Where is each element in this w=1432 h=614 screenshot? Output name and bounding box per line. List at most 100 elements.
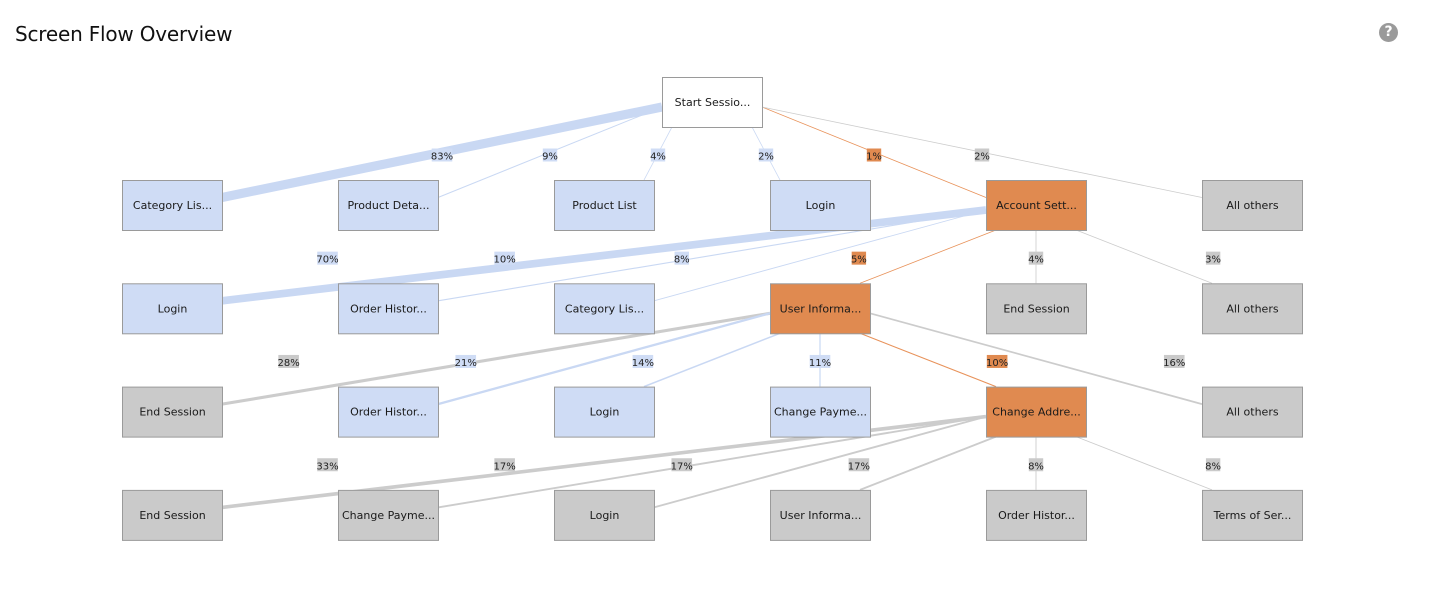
flow-node-l3_3[interactable]: Change Payme... xyxy=(770,386,871,438)
node-box[interactable] xyxy=(554,180,655,231)
link-percent-text: 17% xyxy=(671,461,693,472)
flow-link[interactable] xyxy=(643,332,781,388)
flow-node-l4_5[interactable]: Terms of Ser... xyxy=(1202,489,1303,541)
node-box[interactable] xyxy=(986,283,1087,335)
flow-link[interactable] xyxy=(437,415,987,509)
flow-link[interactable] xyxy=(437,312,771,406)
node-box[interactable] xyxy=(662,77,763,128)
node-label: Change Payme... xyxy=(342,509,435,522)
flow-link[interactable] xyxy=(869,312,1203,405)
flow-node-l1_3[interactable]: Login xyxy=(770,180,871,231)
link-percent-text: 83% xyxy=(431,152,453,163)
link-percent-badge xyxy=(974,148,990,162)
page-title: Screen Flow Overview xyxy=(15,22,233,46)
node-box[interactable] xyxy=(986,386,1087,438)
node-box[interactable] xyxy=(338,386,439,438)
link-percent-label: 17% xyxy=(848,458,870,472)
link-percent-badge xyxy=(317,251,338,265)
node-label: Order Histor... xyxy=(350,406,427,419)
node-box[interactable] xyxy=(122,180,223,231)
flow-node-l4_0[interactable]: End Session xyxy=(122,489,223,541)
link-percent-badge xyxy=(1205,251,1221,265)
link-percent-text: 8% xyxy=(1028,461,1044,472)
flow-node-l4_4[interactable]: Order Histor... xyxy=(986,489,1087,541)
node-box[interactable] xyxy=(338,180,439,231)
flow-node-l4_3[interactable]: User Informa... xyxy=(770,489,871,541)
flow-node-l1_5[interactable]: All others xyxy=(1202,180,1303,231)
flow-node-l1_2[interactable]: Product List xyxy=(554,180,655,231)
flow-node-l2_0[interactable]: Login xyxy=(122,283,223,335)
link-percent-text: 14% xyxy=(632,358,654,369)
link-percent-badge xyxy=(1205,458,1221,472)
flow-node-l4_2[interactable]: Login xyxy=(554,489,655,541)
link-percent-text: 4% xyxy=(1028,255,1044,266)
flow-node-l2_1[interactable]: Order Histor... xyxy=(338,283,439,335)
link-percent-text: 9% xyxy=(542,152,558,163)
node-box[interactable] xyxy=(770,180,871,231)
link-percent-badge xyxy=(494,458,515,472)
link-percent-text: 4% xyxy=(650,152,666,163)
node-box[interactable] xyxy=(770,489,871,541)
flow-link[interactable] xyxy=(859,435,997,491)
link-percent-text: 70% xyxy=(316,255,338,266)
link-percent-label: 17% xyxy=(671,458,693,472)
node-box[interactable] xyxy=(1202,386,1303,438)
node-box[interactable] xyxy=(122,489,223,541)
node-box[interactable] xyxy=(1202,489,1303,541)
flow-link[interactable] xyxy=(859,229,997,284)
node-box[interactable] xyxy=(1202,283,1303,335)
flow-node-l3_2[interactable]: Login xyxy=(554,386,655,438)
link-percent-badge xyxy=(1028,251,1044,265)
link-percent-label: 8% xyxy=(674,251,690,266)
node-box[interactable] xyxy=(986,180,1087,231)
link-percent-label: 2% xyxy=(758,148,774,163)
flow-node-l3_4[interactable]: Change Addre... xyxy=(986,386,1087,438)
flow-link[interactable] xyxy=(653,415,987,509)
flow-node-l1_1[interactable]: Product Deta... xyxy=(338,180,439,231)
node-box[interactable] xyxy=(1202,180,1303,231)
node-label: Change Addre... xyxy=(992,406,1080,419)
link-percent-label: 33% xyxy=(316,458,339,472)
link-percent-text: 10% xyxy=(986,358,1008,369)
node-box[interactable] xyxy=(554,283,655,335)
link-percent-text: 3% xyxy=(1205,255,1221,266)
node-box[interactable] xyxy=(554,489,655,541)
flow-link[interactable] xyxy=(653,209,987,302)
flow-node-l3_5[interactable]: All others xyxy=(1202,386,1303,438)
flow-node-l1_0[interactable]: Category Lis... xyxy=(122,180,223,231)
node-label: All others xyxy=(1226,199,1278,212)
node-box[interactable] xyxy=(770,386,871,438)
node-label: End Session xyxy=(1003,302,1069,315)
link-percent-badge xyxy=(542,148,558,162)
link-percent-text: 33% xyxy=(316,461,338,472)
link-percent-text: 8% xyxy=(674,255,690,266)
flow-node-l4_1[interactable]: Change Payme... xyxy=(338,489,439,541)
flow-node-l2_3[interactable]: User Informa... xyxy=(770,283,871,335)
link-labels-layer: 83%9%4%2%1%2%70%10%8%5%4%3%28%21%14%11%1… xyxy=(278,148,1221,472)
node-box[interactable] xyxy=(770,283,871,335)
node-box[interactable] xyxy=(122,283,223,335)
link-percent-label: 28% xyxy=(278,354,300,369)
node-box[interactable] xyxy=(554,386,655,438)
node-box[interactable] xyxy=(338,489,439,541)
link-percent-label: 1% xyxy=(866,148,882,163)
flow-node-l2_4[interactable]: End Session xyxy=(986,283,1087,335)
flow-link[interactable] xyxy=(859,332,997,388)
flow-link[interactable] xyxy=(1075,436,1213,491)
flow-node-l3_1[interactable]: Order Histor... xyxy=(338,386,439,438)
flow-link[interactable] xyxy=(1075,229,1213,284)
link-percent-label: 3% xyxy=(1205,251,1221,266)
flow-link[interactable] xyxy=(221,311,771,406)
flow-node-l2_5[interactable]: All others xyxy=(1202,283,1303,335)
node-box[interactable] xyxy=(986,489,1087,541)
help-question-icon[interactable]: ? xyxy=(1379,23,1398,42)
flow-node-l2_2[interactable]: Category Lis... xyxy=(554,283,655,335)
flow-link[interactable] xyxy=(437,209,987,302)
flow-node-start[interactable]: Start Sessio... xyxy=(662,77,763,128)
flow-node-l1_4[interactable]: Account Sett... xyxy=(986,180,1087,231)
node-box[interactable] xyxy=(122,386,223,438)
node-box[interactable] xyxy=(338,283,439,335)
node-label: All others xyxy=(1226,302,1278,315)
flow-node-l3_0[interactable]: End Session xyxy=(122,386,223,438)
